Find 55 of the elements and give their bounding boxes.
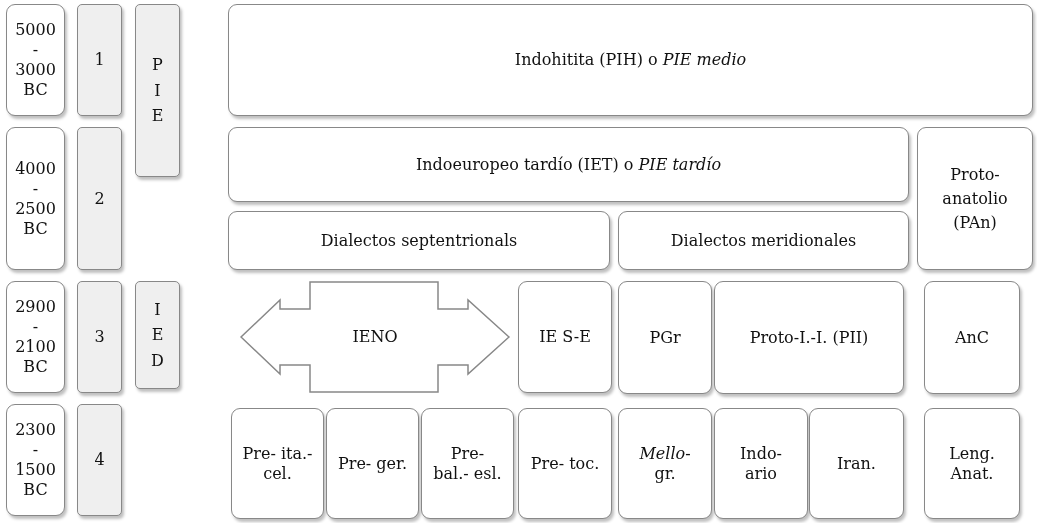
date-box xyxy=(6,127,65,270)
stage-bar xyxy=(135,281,180,389)
node-label: Pre- bal.- esl. xyxy=(432,443,503,484)
phase-box xyxy=(77,127,122,270)
node-label: 2300 - 1500 BC xyxy=(14,420,57,500)
language-box xyxy=(618,281,712,394)
language-box xyxy=(924,408,1020,519)
node-label: 4 xyxy=(94,450,105,470)
node-label: P I E xyxy=(150,54,165,128)
phase-box xyxy=(77,281,122,393)
language-box xyxy=(618,211,909,270)
node-label: 2900 - 2100 BC xyxy=(14,297,57,377)
node-label: 5000 - 3000 BC xyxy=(14,20,57,100)
node-label: IE S-E xyxy=(538,327,592,347)
date-box xyxy=(6,4,65,116)
phase-box xyxy=(77,4,122,116)
node-label: Iran. xyxy=(836,453,877,474)
language-box xyxy=(518,408,612,519)
node-label: I E D xyxy=(150,298,165,372)
language-box xyxy=(714,408,808,519)
node-label: Pre- toc. xyxy=(529,453,601,474)
language-box xyxy=(714,281,904,394)
date-box xyxy=(6,404,65,516)
node-label: Mello- gr. xyxy=(638,443,692,484)
node-label: Pre- ita.- cel. xyxy=(241,443,314,484)
node-label: AnC xyxy=(953,327,991,348)
language-box xyxy=(326,408,419,519)
arrow-label: IENO xyxy=(352,327,398,347)
language-box xyxy=(618,408,712,519)
date-box xyxy=(6,281,65,393)
language-box xyxy=(231,408,324,519)
stage-bar xyxy=(135,4,180,177)
language-box xyxy=(228,127,909,202)
node-label: Indoeuropeo tardío (IET) o PIE tardío xyxy=(415,154,722,175)
node-label: PGr xyxy=(648,327,682,348)
language-box xyxy=(518,281,612,393)
language-box xyxy=(809,408,904,519)
node-label: 2 xyxy=(94,188,105,209)
node-label: 3 xyxy=(94,327,105,347)
node-label: 1 xyxy=(94,50,105,70)
node-label: Dialectos meridionales xyxy=(670,230,857,251)
node-label: Leng. Anat. xyxy=(948,443,996,484)
node-label: Indo- ario xyxy=(739,443,783,484)
node-label: Dialectos septentrionals xyxy=(320,230,518,251)
node-label: Proto-I.-I. (PII) xyxy=(749,327,869,348)
node-label: Proto- anatolio (PAn) xyxy=(941,163,1009,234)
phase-box xyxy=(77,404,122,516)
language-box xyxy=(421,408,514,519)
language-box xyxy=(228,211,610,270)
language-box xyxy=(228,4,1033,116)
node-label: Pre- ger. xyxy=(336,453,409,474)
language-box xyxy=(924,281,1020,394)
language-box xyxy=(917,127,1033,270)
node-label: 4000 - 2500 BC xyxy=(14,158,57,239)
node-label: Indohitita (PIH) o PIE medio xyxy=(514,50,747,70)
